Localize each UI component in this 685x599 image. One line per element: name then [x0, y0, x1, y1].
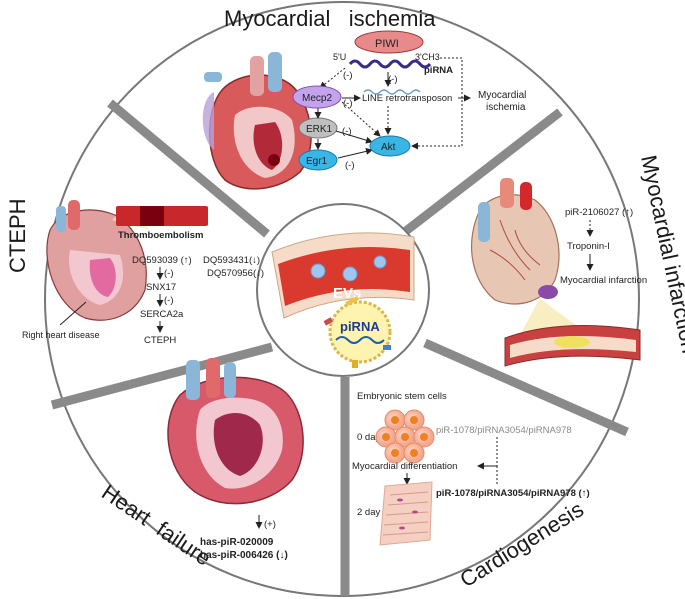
heart-failure-illustration [167, 358, 304, 505]
title-myocardial-ischemia: Myocardial ischemia [224, 6, 436, 31]
dq593039-label: DQ593039 (↑) [132, 255, 192, 266]
five-u-label: 5'U [333, 52, 346, 62]
embryonic-stem-cells-label: Embryonic stem cells [357, 391, 447, 402]
ev-vesicle [310, 263, 326, 279]
egr1-label: Egr1 [306, 156, 328, 167]
mecp2-label: Mecp2 [302, 93, 332, 104]
ischemia-heart-illustration [202, 52, 312, 190]
mecp2-node [292, 85, 342, 109]
right-heart-disease-label: Right heart disease [22, 330, 100, 340]
serca2a-label: SERCA2a [140, 309, 184, 320]
has-pir-020009-label: has-piR-020009 [200, 537, 274, 548]
stem-cell-cluster [375, 409, 435, 464]
ischemia-outcome-2: ischemia [486, 102, 526, 113]
erk1-label: ERK1 [306, 124, 333, 135]
inhibit-mark: (-) [343, 98, 353, 109]
inhibit-mark: (-) [164, 268, 174, 279]
center-ev-panel: EVs piRNA [256, 203, 430, 377]
cteph-outcome-label: CTEPH [144, 335, 176, 346]
title-cteph: CTEPH [5, 198, 30, 273]
pir-gray-label: piR-1078/piRNA3054/piRNA978 [436, 425, 572, 436]
pirna-strand [348, 59, 432, 69]
inhibit-mark: (-) [342, 126, 352, 137]
myocardial-infarction-label: Myocardial infarction [560, 275, 647, 286]
infarction-heart-illustration [470, 178, 641, 367]
piwi-node [354, 30, 424, 54]
ischemia-outcome-1: Myocardial [478, 90, 526, 101]
pir-2106027-label: piR-2106027 (↑) [565, 207, 633, 218]
dq570956-label: DQ570956(↓) [207, 268, 264, 279]
three-ch3-label: 3'CH3 [415, 52, 440, 62]
troponin-label: Troponin-I [567, 241, 610, 252]
day0-label: 0 day [357, 432, 380, 443]
pir-up-label: piR-1078/piRNA3054/piRNA978 (↑) [436, 488, 590, 499]
myocardial-differentiation-label: Myocardial differentiation [352, 461, 457, 472]
has-pir-006426-label: has-piR-006426 (↓) [200, 550, 288, 561]
pirna-label: piRNA [424, 65, 453, 76]
inhibit-mark: (-) [343, 70, 353, 81]
title-myocardial-infarction: Myocardial infarction [636, 153, 685, 356]
section-dividers [50, 99, 629, 596]
heart-failure-pathway: (+) has-piR-020009 has-piR-006426 (↓) [200, 515, 288, 561]
cardiogenesis-panel: Embryonic stem cells 0 day piR-1078/piRN… [352, 391, 590, 546]
egr1-node [298, 149, 338, 171]
ischemia-pathway: PIWI 5'U 3'CH3 piRNA (-) (-) Mecp2 (-) L… [292, 30, 526, 171]
line-wave-icon [363, 89, 421, 95]
cteph-pathway: Thromboembolism DQ593039 (↑) DQ593431(↓)… [22, 230, 264, 346]
cardiomyocyte-tissue [379, 481, 433, 546]
ev-vesicle [342, 266, 358, 282]
cteph-heart-illustration [46, 200, 208, 326]
dq593431-label: DQ593431(↓) [203, 255, 260, 266]
snx17-label: SNX17 [146, 282, 176, 293]
ev-vesicle [373, 255, 387, 269]
akt-label: Akt [381, 142, 396, 153]
akt-node [369, 135, 411, 157]
piwi-label: PIWI [375, 38, 399, 50]
inhibit-mark: (-) [345, 160, 355, 171]
inhibit-mark: (-) [164, 295, 174, 306]
inhibit-mark: (-) [388, 74, 398, 85]
ev-particle [328, 300, 392, 364]
infarction-pathway: piR-2106027 (↑) Troponin-I Myocardial in… [560, 207, 647, 286]
pirna-center-label: piRNA [340, 319, 380, 334]
thromboembolism-label: Thromboembolism [118, 230, 204, 241]
day2-label: 2 day [357, 507, 380, 518]
line-retrotransposon-label: LINE retrotransposon [362, 93, 452, 104]
plus-mark: (+) [264, 519, 276, 530]
